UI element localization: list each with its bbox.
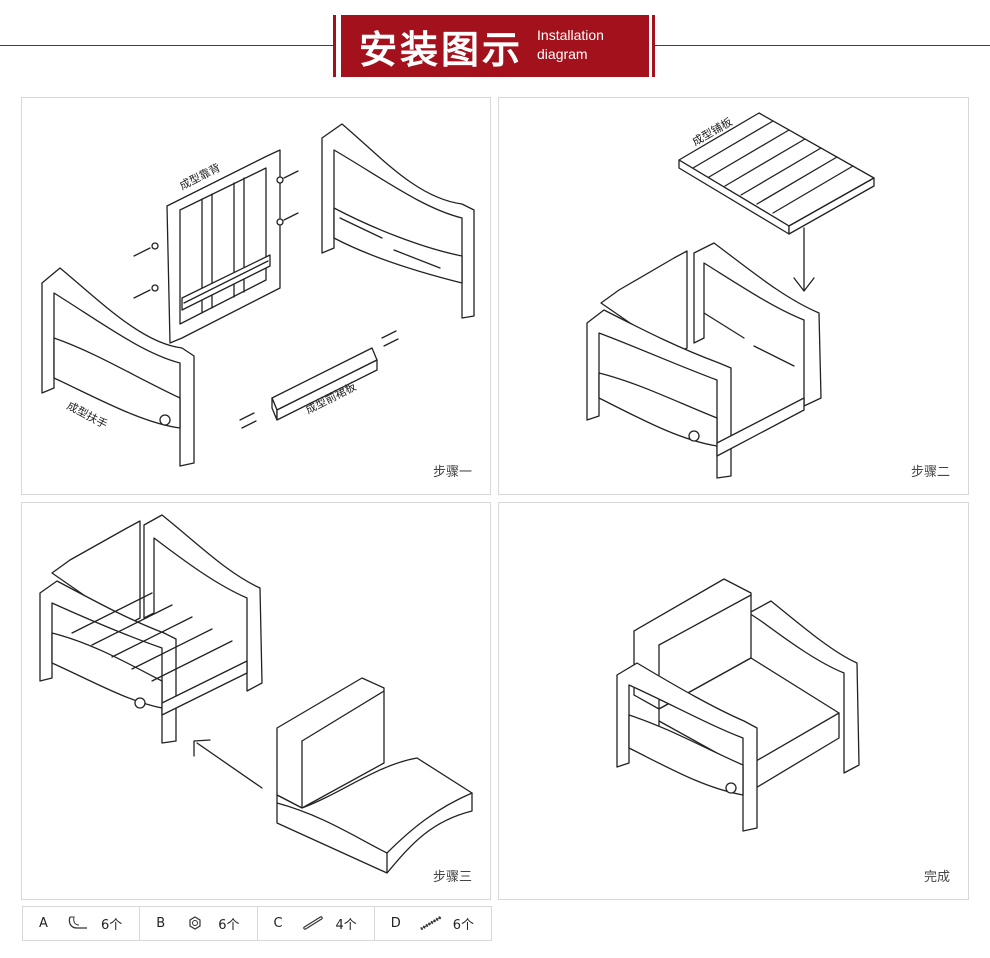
hardware-item-b: B 6个 [140,907,258,940]
screw-icon [419,915,442,931]
title-banner: 安装图示 Installation diagram [341,15,649,77]
armrest-label: 成型扶手 [65,398,110,431]
slats-part [678,112,875,235]
step-two-panel: 成型铺板 步骤二 [498,97,969,495]
front-panel-part [271,347,378,421]
step-three-panel: 步骤三 [21,502,491,900]
title-english-line1: Installation [537,27,604,43]
dowel-icon [302,916,323,930]
nut-icon [189,916,201,930]
hardware-item-a: A 6个 [23,907,141,940]
header-bar-right [652,15,655,77]
header-rule-right [655,45,990,46]
hardware-letter: C [273,916,283,931]
step-one-label: 步骤一 [432,465,472,480]
chair-frame-step-three [39,514,263,744]
hardware-item-c: C 4个 [258,907,375,940]
hardware-count: 6个 [452,918,475,933]
hardware-item-d: D 6个 [375,907,491,940]
hardware-letter: B [156,916,166,931]
finished-chair [616,578,860,832]
chair-frame-step-two [586,242,822,479]
armrest-left-part [41,267,195,467]
hardware-count: 4个 [335,918,357,933]
finished-label: 完成 [923,870,950,885]
hardware-letter: A [39,916,48,931]
backrest-screws [133,170,299,299]
armrest-right-part [321,123,475,319]
down-arrow [793,227,815,292]
step-two-label: 步骤二 [910,465,950,480]
hardware-count: 6个 [101,918,123,933]
finished-panel: 完成 [498,502,969,900]
front-panel-screws [239,330,399,429]
header-rule-left [0,45,335,46]
step-one-illustration: 成型靠背 成型扶手 成型前裙板 [41,123,475,467]
backrest-part [166,149,281,344]
step-one-panel: 成型靠背 成型扶手 成型前裙板 [21,97,491,495]
allen-key-icon [68,916,87,929]
step-three-illustration [39,514,473,874]
hardware-letter: D [390,916,401,931]
left-arrow [193,739,263,789]
step-three-label: 步骤三 [432,870,472,885]
title-english: Installation diagram [537,26,604,64]
finished-illustration [616,578,860,832]
title-english-line2: diagram [537,46,588,62]
step-two-illustration: 成型铺板 [586,112,875,479]
header-bar-left [333,15,336,77]
hardware-list: A 6个 B 6个 C 4个 D 6个 [22,906,492,941]
title-chinese: 安装图示 [359,26,524,72]
hardware-count: 6个 [218,918,240,933]
cushion-part [276,677,473,874]
